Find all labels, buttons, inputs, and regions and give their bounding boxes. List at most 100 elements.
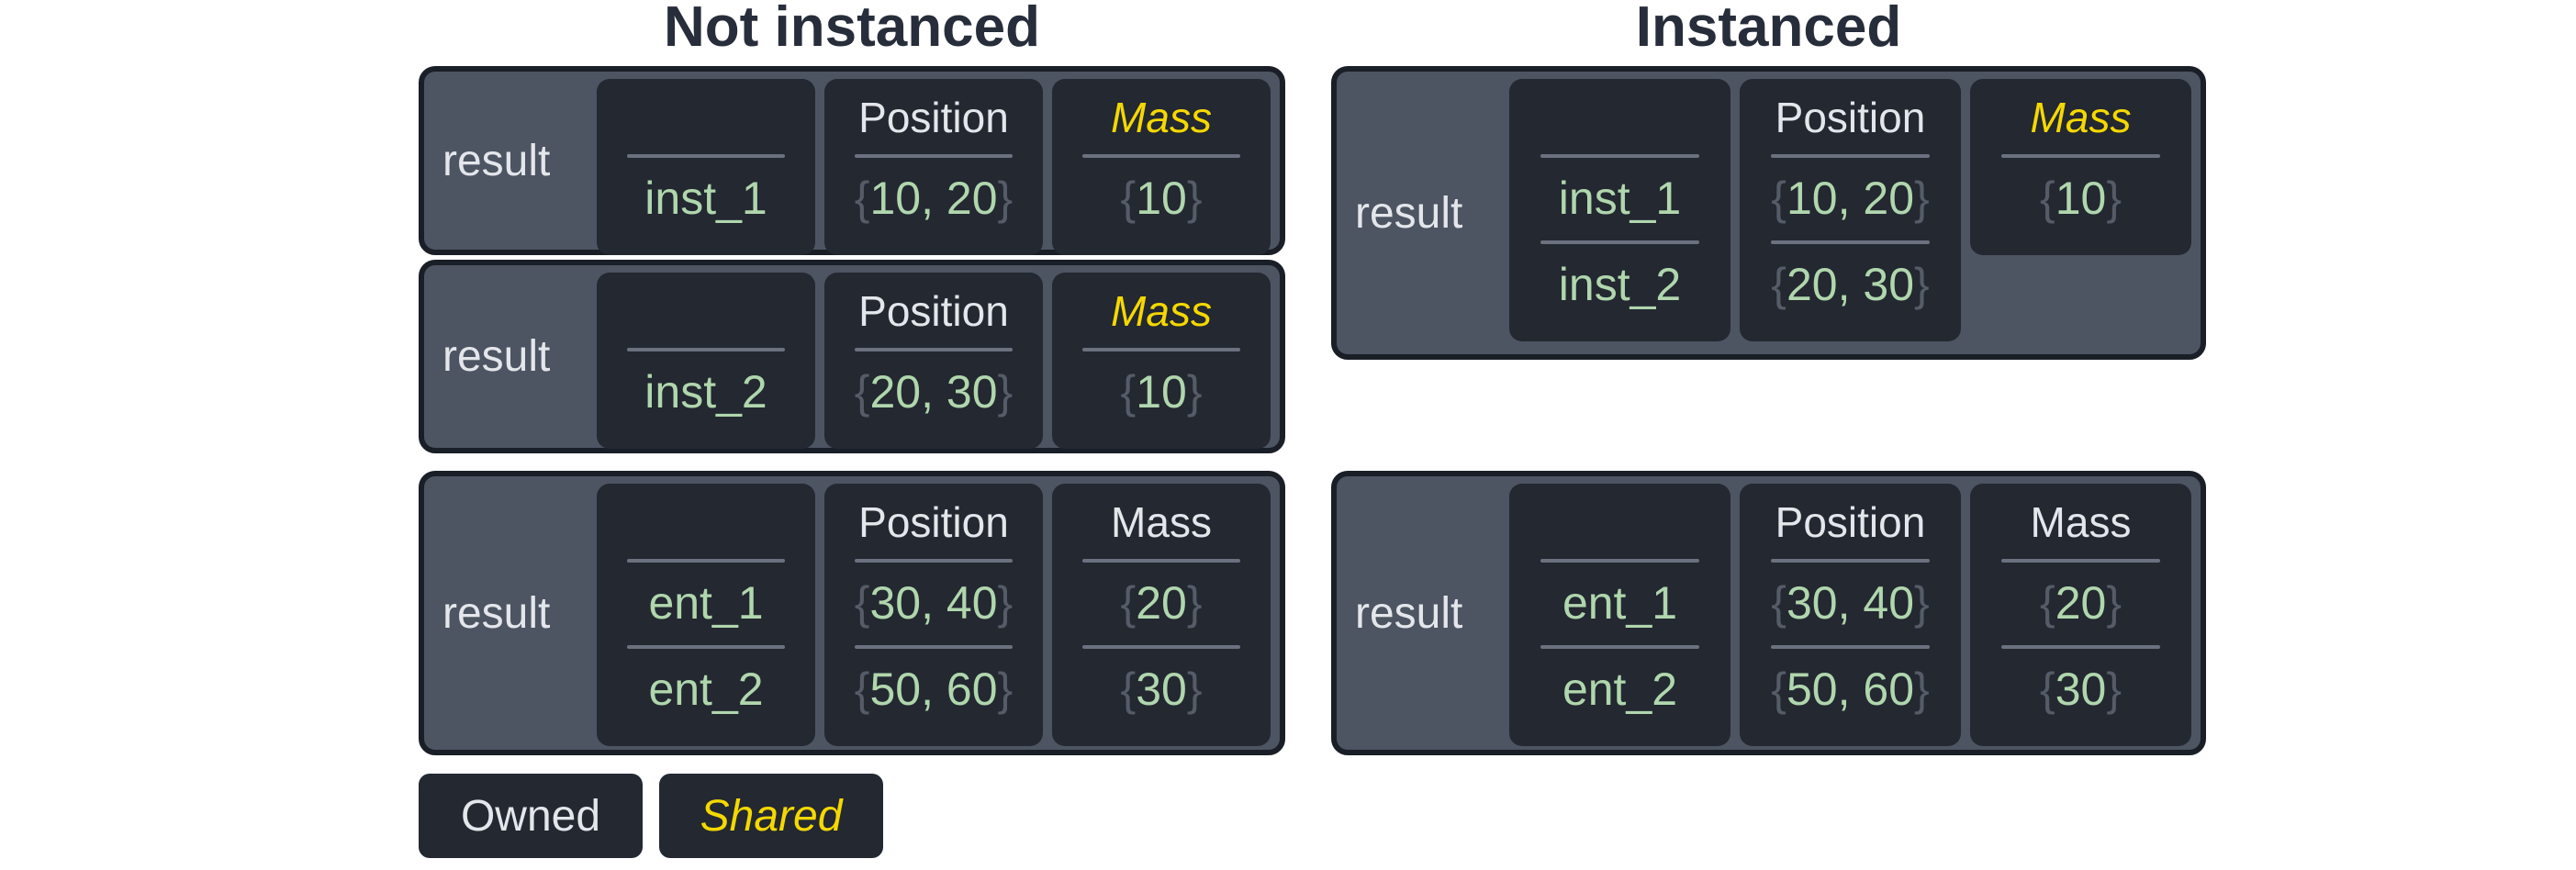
column-cell-entity: ent_1 ent_2 [597, 484, 815, 746]
row-divider [2000, 645, 2161, 649]
brace-close: } [2106, 577, 2122, 629]
column-cell-position: Position {30, 40}{50, 60} [824, 484, 1043, 746]
brace-close: } [1914, 577, 1930, 629]
row-divider [627, 559, 785, 563]
cell-row: inst_2 [597, 340, 815, 427]
column-cell-mass: Mass{10} [1052, 79, 1271, 255]
cell-value: {10} [1120, 357, 1202, 427]
cell-row: {20, 30} [824, 340, 1043, 427]
cell-value: inst_2 [644, 366, 767, 418]
row-divider [1770, 154, 1931, 158]
value-text: 30 [2055, 664, 2107, 715]
cell-row: inst_1 [597, 147, 815, 233]
cell-value: ent_2 [1562, 664, 1678, 715]
cell-value: ent_2 [648, 664, 764, 715]
cell-value: {30} [2040, 654, 2122, 724]
cell-row: inst_1 [1509, 147, 1730, 233]
result-label: result [442, 332, 551, 381]
column-header-position: Position [858, 287, 1009, 335]
value-text: 10 [1136, 366, 1187, 418]
cell-value: {10} [2040, 163, 2122, 233]
brace-close: } [1186, 366, 1203, 418]
result-table: result inst_2 Position {20, 30} Mass {10} [419, 260, 1285, 453]
cell-row: {20} [1052, 552, 1271, 638]
column-cell-position: Position{30, 40}{50, 60} [1740, 484, 1961, 746]
value-text: 20, 30 [1786, 259, 1914, 310]
cell-row: ent_2 [597, 638, 815, 724]
brace-open: { [2039, 577, 2055, 629]
value-text: 20, 30 [869, 366, 998, 418]
brace-open: { [1771, 173, 1786, 224]
column-cell-mass: Mass{20}{30} [1052, 484, 1271, 746]
brace-open: { [1120, 664, 1137, 715]
legend-shared-chip: Shared [659, 774, 883, 858]
cell-row: {10} [1052, 147, 1271, 233]
row-divider [1770, 240, 1931, 244]
cell-value: ent_1 [648, 577, 764, 629]
result-label: result [1355, 588, 1463, 638]
column-header-mass: Mass [2030, 94, 2132, 141]
brace-open: { [854, 577, 870, 629]
cell-row: ent_1 [1509, 552, 1730, 638]
brace-close: } [1186, 173, 1203, 224]
cell-row: {20} [1970, 552, 2191, 638]
column-cell-position: Position {20, 30} [824, 273, 1043, 449]
value-text: 20 [2055, 577, 2107, 629]
cell-value: {20, 30} [1771, 250, 1929, 319]
brace-open: { [1120, 173, 1137, 224]
brace-close: } [2106, 664, 2122, 715]
cell-row: {30, 40} [824, 552, 1043, 638]
column-cell-position: Position{10, 20} [824, 79, 1043, 255]
cell-value: ent_1 [1562, 577, 1678, 629]
value-text: 10, 20 [1786, 173, 1914, 224]
cell-row: {50, 60} [824, 638, 1043, 724]
cell-value: {10, 20} [1771, 163, 1929, 233]
cell-value: {50, 60} [1771, 654, 1929, 724]
column-header-position: Position [858, 498, 1009, 546]
cell-row: inst_2 [1509, 233, 1730, 319]
row-divider [627, 154, 785, 158]
value-text: 20 [1136, 577, 1187, 629]
value-text: 10, 20 [869, 173, 998, 224]
row-divider [855, 559, 1013, 563]
column-cell-mass: Mass{20}{30} [1970, 484, 2191, 746]
cell-value: inst_1 [644, 173, 767, 224]
cell-value: {30, 40} [855, 568, 1013, 638]
column-cell-entity: ent_1 ent_2 [1509, 484, 1730, 746]
table-cells: inst_2 Position {20, 30} Mass {10} [597, 273, 1271, 449]
value-text: 50, 60 [1786, 664, 1914, 715]
brace-open: { [1120, 366, 1137, 418]
brace-close: } [997, 577, 1014, 629]
row-divider [2000, 559, 2161, 563]
cell-row: {10, 20} [1740, 147, 1961, 233]
value-text: 30, 40 [1786, 577, 1914, 629]
brace-open: { [854, 173, 870, 224]
row-divider [855, 154, 1013, 158]
row-divider [2000, 154, 2161, 158]
cell-value: {20} [2040, 568, 2122, 638]
column-header-mass: Mass [2030, 498, 2132, 546]
value-text: 50, 60 [869, 664, 998, 715]
cell-value: {20} [1120, 568, 1202, 638]
brace-close: } [1914, 259, 1930, 310]
cell-row: {50, 60} [1740, 638, 1961, 724]
cell-row: ent_2 [1509, 638, 1730, 724]
brace-close: } [1914, 173, 1930, 224]
row-divider [1770, 559, 1931, 563]
brace-close: } [997, 366, 1014, 418]
cell-value: {30} [1120, 654, 1202, 724]
section-title-instanced: Instanced [1635, 0, 1902, 59]
legend-owned-chip: Owned [419, 774, 643, 858]
brace-close: } [1186, 577, 1203, 629]
column-header-position: Position [858, 94, 1009, 141]
column-header-mass: Mass [1111, 287, 1212, 335]
cell-row: {10} [1970, 147, 2191, 233]
value-text: 10 [1136, 173, 1187, 224]
